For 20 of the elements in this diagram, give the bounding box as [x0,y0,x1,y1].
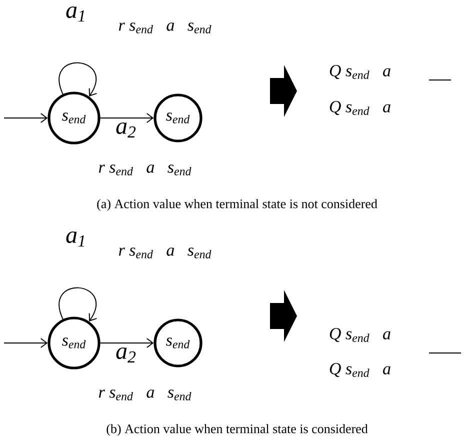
arrow [100,113,154,123]
formula-text: Q s$_{end}$ a [330,362,390,377]
arrow [100,338,154,348]
edge-label: a$_{2}$ [116,347,136,362]
formula-text: r s$_{end}$ a s$_{end}$ [118,22,212,34]
edge-label: a$_{1}$ [66,6,84,22]
formula-text: r s$_{end}$ a s$_{end}$ [98,164,192,176]
formula-text: Q s$_{end}$ a [330,64,390,79]
formula-text: r s$_{end}$ a s$_{end}$ [118,248,212,258]
caption: (b) Action value when terminal state is considered [106,424,368,436]
edge-label: a$_{2}$ [116,122,136,138]
formula-text: r s$_{end}$ a s$_{end}$ [98,390,192,400]
edge-label: a$_{1}$ [66,231,84,246]
arrow [59,62,98,96]
formula-text: Q s$_{end}$ a [330,328,390,342]
arrow [4,113,48,123]
arrow [4,338,48,348]
formula-text: Q s$_{end}$ a [330,100,390,115]
arrow [59,287,98,322]
caption: (a) Action value when terminal state is not considered [97,199,378,211]
